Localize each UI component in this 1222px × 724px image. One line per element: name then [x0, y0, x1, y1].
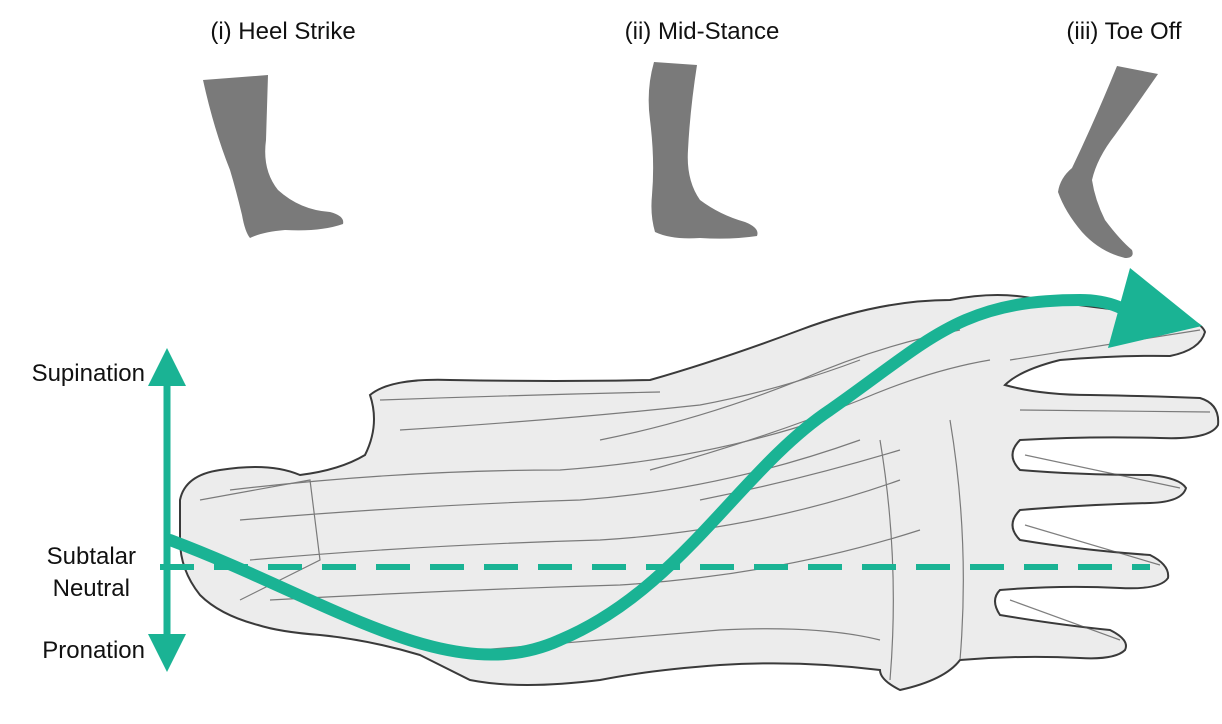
foot-anatomy-illustration — [180, 295, 1218, 690]
leg-toe-off-icon — [1058, 66, 1158, 258]
pronation-label: Pronation — [42, 637, 145, 665]
leg-mid-stance-icon — [649, 62, 758, 239]
leg-heel-strike-icon — [203, 75, 343, 238]
subtalar-neutral-label: Subtalar Neutral — [47, 541, 136, 605]
supination-label: Supination — [32, 360, 145, 388]
subtalar-neutral-label-line2: Neutral — [47, 573, 136, 605]
subtalar-neutral-label-line1: Subtalar — [47, 541, 136, 573]
